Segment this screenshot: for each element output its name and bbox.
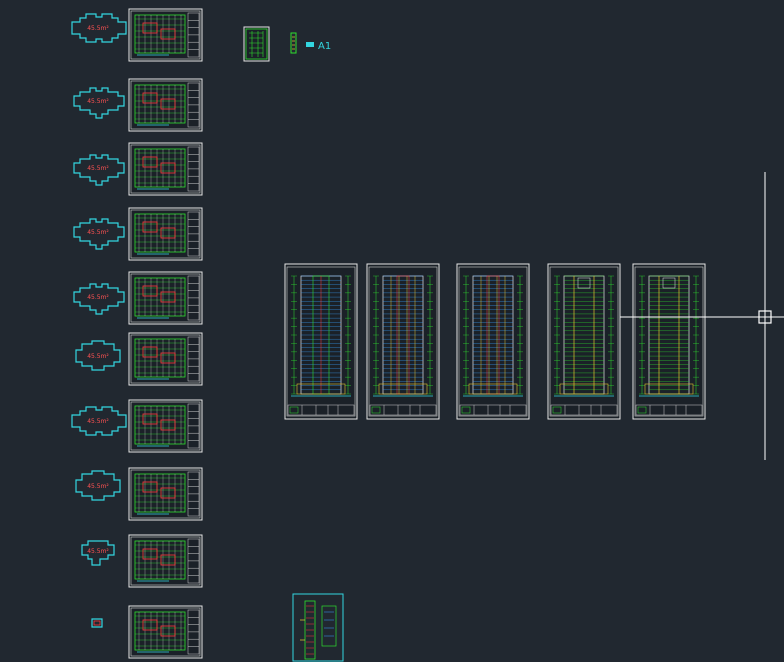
floor-outline-7[interactable]: 45.5m² xyxy=(71,406,127,436)
crosshair-cursor-icon xyxy=(620,172,784,460)
floor-plan-sheet-9[interactable] xyxy=(128,534,203,588)
floor-plan-sheet-3[interactable] xyxy=(128,142,203,196)
area-label: 45.5m² xyxy=(87,165,109,172)
detail-sheet-thumbnail[interactable] xyxy=(243,26,270,62)
floor-outline-10[interactable] xyxy=(91,618,103,628)
floor-plan-sheet-column xyxy=(128,8,203,659)
a1-marker-icon xyxy=(306,42,314,47)
legend-a1: A1 xyxy=(290,32,331,54)
floor-outline-3[interactable]: 45.5m² xyxy=(73,154,125,186)
area-label: 45.5m² xyxy=(87,483,109,490)
floor-plan-sheet-2[interactable] xyxy=(128,78,203,132)
floor-plan-sheet-8[interactable] xyxy=(128,467,203,521)
floor-outline-column: 45.5m² 45.5m² 45.5m² 45.5m² 45.5m² 45.5m² 45.5… xyxy=(71,13,127,628)
elevation-sheet-3[interactable] xyxy=(456,263,530,420)
floor-outline-9[interactable]: 45.5m² xyxy=(81,540,115,566)
floor-outline-4[interactable]: 45.5m² xyxy=(73,218,125,250)
floor-plan-sheet-5[interactable] xyxy=(128,271,203,325)
floor-plan-sheet-6[interactable] xyxy=(128,332,203,386)
area-label: 45.5m² xyxy=(87,418,109,425)
elevation-sheet-row xyxy=(284,263,706,420)
area-marker-icon xyxy=(93,620,101,626)
floor-outline-6[interactable]: 45.5m² xyxy=(75,340,121,371)
floor-plan-sheet-4[interactable] xyxy=(128,207,203,261)
floor-outline-5[interactable]: 45.5m² xyxy=(73,283,125,315)
area-label: 45.5m² xyxy=(87,548,109,555)
floor-outline-1[interactable]: 45.5m² xyxy=(71,13,127,43)
elevation-sheet-4[interactable] xyxy=(547,263,621,420)
area-label: 45.5m² xyxy=(87,229,109,236)
elevation-sheet-2[interactable] xyxy=(366,263,440,420)
floor-plan-sheet-10[interactable] xyxy=(128,605,203,659)
elevation-sheet-1[interactable] xyxy=(284,263,358,420)
stair-detail-sheet[interactable] xyxy=(292,593,344,662)
area-label: 45.5m² xyxy=(87,294,109,301)
floor-outline-2[interactable]: 45.5m² xyxy=(73,87,125,119)
area-label: 45.5m² xyxy=(87,25,109,32)
floor-outline-8[interactable]: 45.5m² xyxy=(75,470,121,501)
legend-a1-label: A1 xyxy=(318,41,331,52)
area-label: 45.5m² xyxy=(87,353,109,360)
floor-plan-sheet-1[interactable] xyxy=(128,8,203,62)
floor-plan-sheet-7[interactable] xyxy=(128,399,203,453)
area-label: 45.5m² xyxy=(87,98,109,105)
elevation-sheet-5[interactable] xyxy=(632,263,706,420)
